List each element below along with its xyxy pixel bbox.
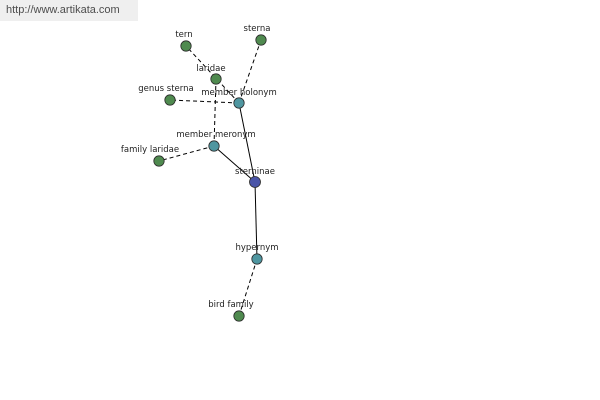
nodes-layer: sterninae member holonym member meronym hyp… [121, 24, 279, 322]
edges-layer [158, 39, 262, 317]
watermark-url: http://www.artikata.com [0, 0, 138, 21]
node-member-meronym-marker[interactable] [208, 140, 220, 152]
node-genus-sterna-label: genus sterna [138, 84, 193, 94]
node-member-holonym[interactable]: member holonym [201, 88, 277, 109]
node-tern-label: tern [175, 30, 192, 40]
node-member-meronym[interactable]: member meronym [176, 130, 256, 152]
node-tern-marker[interactable] [180, 40, 192, 52]
node-tern[interactable]: tern [175, 30, 193, 52]
node-member-holonym-marker[interactable] [233, 97, 245, 109]
node-hypernym[interactable]: hypernym [235, 243, 279, 265]
node-member-meronym-label: member meronym [176, 130, 255, 140]
edge-member-holonym-to-genus-sterna [169, 99, 240, 104]
edge-sterninae-to-hypernym [254, 181, 258, 260]
node-laridae-label: laridae [196, 64, 225, 74]
node-sterna-marker[interactable] [255, 34, 267, 46]
node-laridae-marker[interactable] [210, 73, 222, 85]
node-family-laridae[interactable]: family laridae [121, 145, 179, 167]
node-bird-family[interactable]: bird family [208, 300, 254, 322]
edge-sterninae-to-member-holonym [238, 102, 256, 183]
node-hypernym-label: hypernym [235, 243, 278, 253]
edge-member-holonym-to-tern [185, 45, 240, 104]
node-family-laridae-marker[interactable] [153, 155, 165, 167]
edge-member-meronym-to-family-laridae [158, 145, 215, 162]
edge-sterninae-to-member-meronym [213, 145, 256, 183]
node-sterna-label: sterna [244, 24, 271, 34]
node-hypernym-marker[interactable] [251, 253, 263, 265]
node-family-laridae-label: family laridae [121, 145, 179, 155]
node-member-holonym-label: member holonym [201, 88, 276, 98]
node-laridae[interactable]: laridae [196, 64, 226, 85]
node-genus-sterna-marker[interactable] [164, 94, 176, 106]
node-sterninae-marker[interactable] [249, 176, 261, 188]
node-sterna[interactable]: sterna [244, 24, 271, 46]
node-bird-family-label: bird family [208, 300, 253, 310]
edge-hypernym-to-bird-family [238, 258, 258, 317]
node-sterninae[interactable]: sterninae [235, 167, 275, 188]
node-sterninae-label: sterninae [235, 167, 275, 177]
node-genus-sterna[interactable]: genus sterna [138, 84, 194, 106]
node-bird-family-marker[interactable] [233, 310, 245, 322]
